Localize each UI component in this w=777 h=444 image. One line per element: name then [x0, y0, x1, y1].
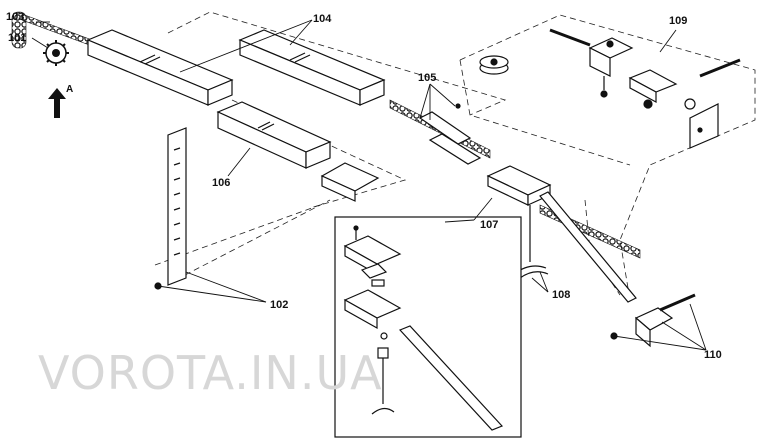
rail-section-104-left: [86, 29, 234, 106]
callout-102: 102: [270, 299, 289, 311]
connecting-arm: [539, 191, 637, 303]
callout-101: 101: [8, 32, 27, 44]
header-bracket-109: [479, 28, 741, 149]
callout-109: 109: [669, 15, 688, 27]
watermark: VOROTA.IN.UA: [38, 346, 383, 400]
rail-section-106: [216, 101, 332, 169]
callout-107: 107: [480, 219, 499, 231]
callout-110: 110: [704, 349, 722, 361]
callout-108: 108: [552, 289, 571, 301]
view-arrow-a: [48, 88, 66, 118]
callout-106: 106: [212, 177, 231, 189]
leader-lines: [31, 19, 707, 351]
view-label-a: A: [66, 84, 74, 95]
door-bracket-110: [610, 293, 696, 348]
rail-section-104-right: [238, 29, 386, 106]
rail-connector-sleeve: [320, 162, 380, 202]
wall-bracket-102: [154, 127, 187, 290]
callout-105: 105: [418, 72, 437, 84]
sprocket-101: [43, 40, 69, 66]
chain-tensioner-105: [418, 103, 482, 165]
carriage-107-track: [486, 165, 552, 206]
callout-103: 103: [6, 11, 25, 23]
detail-box-107: [334, 216, 522, 438]
callout-104: 104: [313, 13, 332, 25]
